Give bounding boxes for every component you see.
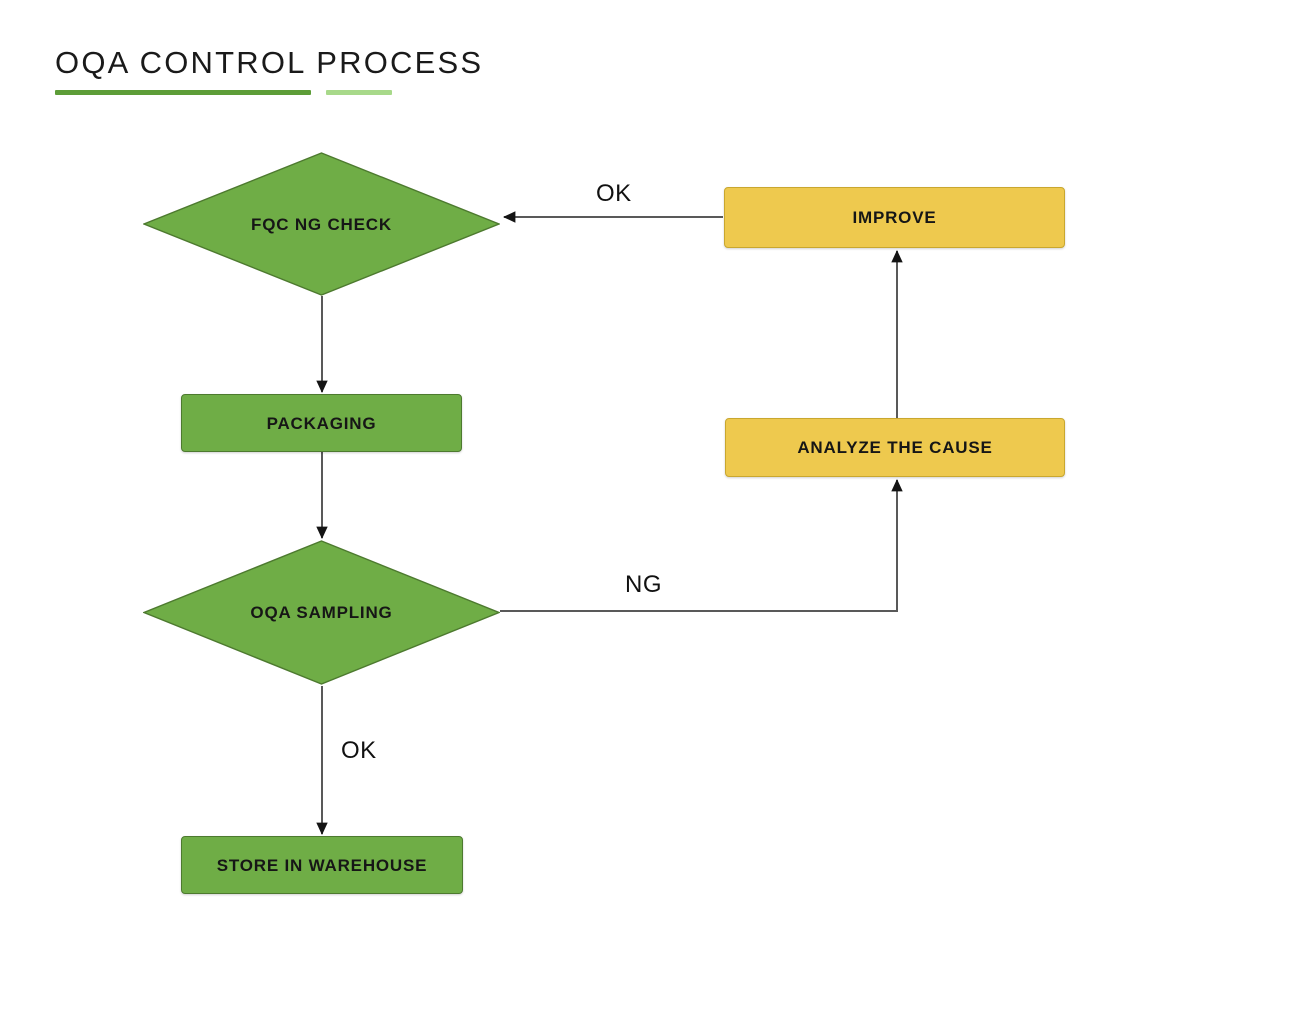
edge-label-ok-sampling-to-store: OK xyxy=(341,737,377,764)
node-analyze-the-cause[interactable]: ANALYZE THE CAUSE xyxy=(725,418,1065,477)
node-fqc-ng-check[interactable]: FQC NG CHECK xyxy=(143,152,500,296)
title-underline-primary xyxy=(55,90,311,95)
oqa-sampling-shape xyxy=(143,540,500,685)
node-label-store-in-warehouse: STORE IN WAREHOUSE xyxy=(216,855,428,875)
node-label-fqc-ng-check: FQC NG CHECK xyxy=(251,214,392,234)
fqc-ng-check-shape xyxy=(143,152,500,296)
page-title: OQA CONTROL PROCESS xyxy=(55,45,484,80)
edge-label-ng-sampling-to-analyze: NG xyxy=(625,571,662,598)
node-label-analyze-the-cause: ANALYZE THE CAUSE xyxy=(797,438,993,457)
edge-oqa-sampling-to-analyze-the-cause xyxy=(500,479,903,612)
node-improve[interactable]: IMPROVE xyxy=(724,187,1065,248)
node-label-oqa-sampling: OQA SAMPLING xyxy=(250,603,393,622)
edge-label-ok-improve-to-fqc: OK xyxy=(596,180,632,207)
title-underline xyxy=(55,90,395,95)
title-underline-accent xyxy=(326,90,392,95)
node-label-packaging: PACKAGING xyxy=(266,413,377,433)
node-packaging[interactable]: PACKAGING xyxy=(181,394,462,452)
node-label-improve: IMPROVE xyxy=(852,208,937,227)
node-oqa-sampling[interactable]: OQA SAMPLING xyxy=(143,540,500,685)
title-block: OQA CONTROL PROCESS xyxy=(55,44,655,104)
node-store-in-warehouse[interactable]: STORE IN WAREHOUSE xyxy=(181,836,463,894)
